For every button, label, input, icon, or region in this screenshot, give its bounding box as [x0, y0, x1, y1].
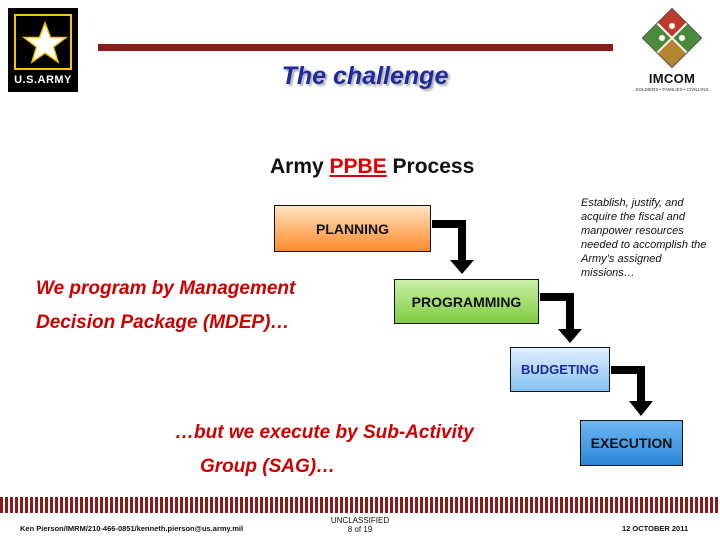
sag-statement-line2: Group (SAG)…	[200, 456, 336, 477]
footer-center: UNCLASSIFIED 8 of 19	[300, 516, 420, 534]
slide-title: The challenge	[281, 62, 449, 90]
imcom-logo: IMCOM SOLDIERS • FAMILIES • CIVILIANS	[628, 6, 716, 98]
process-heading-ppbe: PPBE	[329, 155, 387, 178]
imcom-logo-text: IMCOM	[648, 71, 696, 86]
budgeting-box: BUDGETING	[510, 347, 610, 392]
classification-label: UNCLASSIFIED	[330, 516, 390, 525]
imcom-emblem-icon	[641, 7, 703, 69]
sag-statement-line1: …but we execute by Sub-Activity	[175, 422, 474, 443]
arrowhead-execution	[629, 401, 653, 416]
army-logo-frame	[14, 14, 72, 70]
footer-date: 12 OCTOBER 2011	[622, 524, 689, 533]
arrow-programming-to-budgeting	[540, 293, 574, 331]
arrowhead-programming	[450, 260, 474, 274]
arrow-planning-to-programming	[432, 220, 466, 262]
planning-box: PLANNING	[274, 205, 431, 252]
header-divider	[98, 44, 613, 51]
process-heading-suffix: Process	[386, 155, 475, 178]
imcom-tagline: SOLDIERS • FAMILIES • CIVILIANS	[635, 87, 709, 92]
sag-statement: …but we execute by Sub-Activity Group (S…	[175, 416, 575, 484]
army-star-icon	[22, 21, 68, 64]
arrow-budgeting-to-execution	[611, 366, 645, 403]
arrowhead-budgeting	[558, 329, 582, 343]
mdep-statement-line1: We program by Management	[36, 278, 296, 299]
process-heading-prefix: Army	[270, 155, 330, 178]
footer-contact: Ken Pierson/IMRM/210-466-0851/kenneth.pi…	[20, 524, 244, 533]
programming-box: PROGRAMMING	[394, 279, 539, 324]
footer-bar	[0, 497, 720, 513]
army-logo-text: U.S.ARMY	[14, 74, 72, 86]
page-number: 8 of 19	[347, 525, 373, 534]
ppbe-definition-note: Establish, justify, and acquire the fisc…	[581, 197, 707, 279]
mdep-statement-line2: Decision Package (MDEP)…	[36, 312, 290, 333]
army-logo: U.S.ARMY	[8, 8, 78, 92]
execution-box: EXECUTION	[580, 420, 683, 466]
mdep-statement: We program by Management Decision Packag…	[36, 272, 376, 340]
process-heading: Army PPBE Process	[270, 155, 530, 179]
